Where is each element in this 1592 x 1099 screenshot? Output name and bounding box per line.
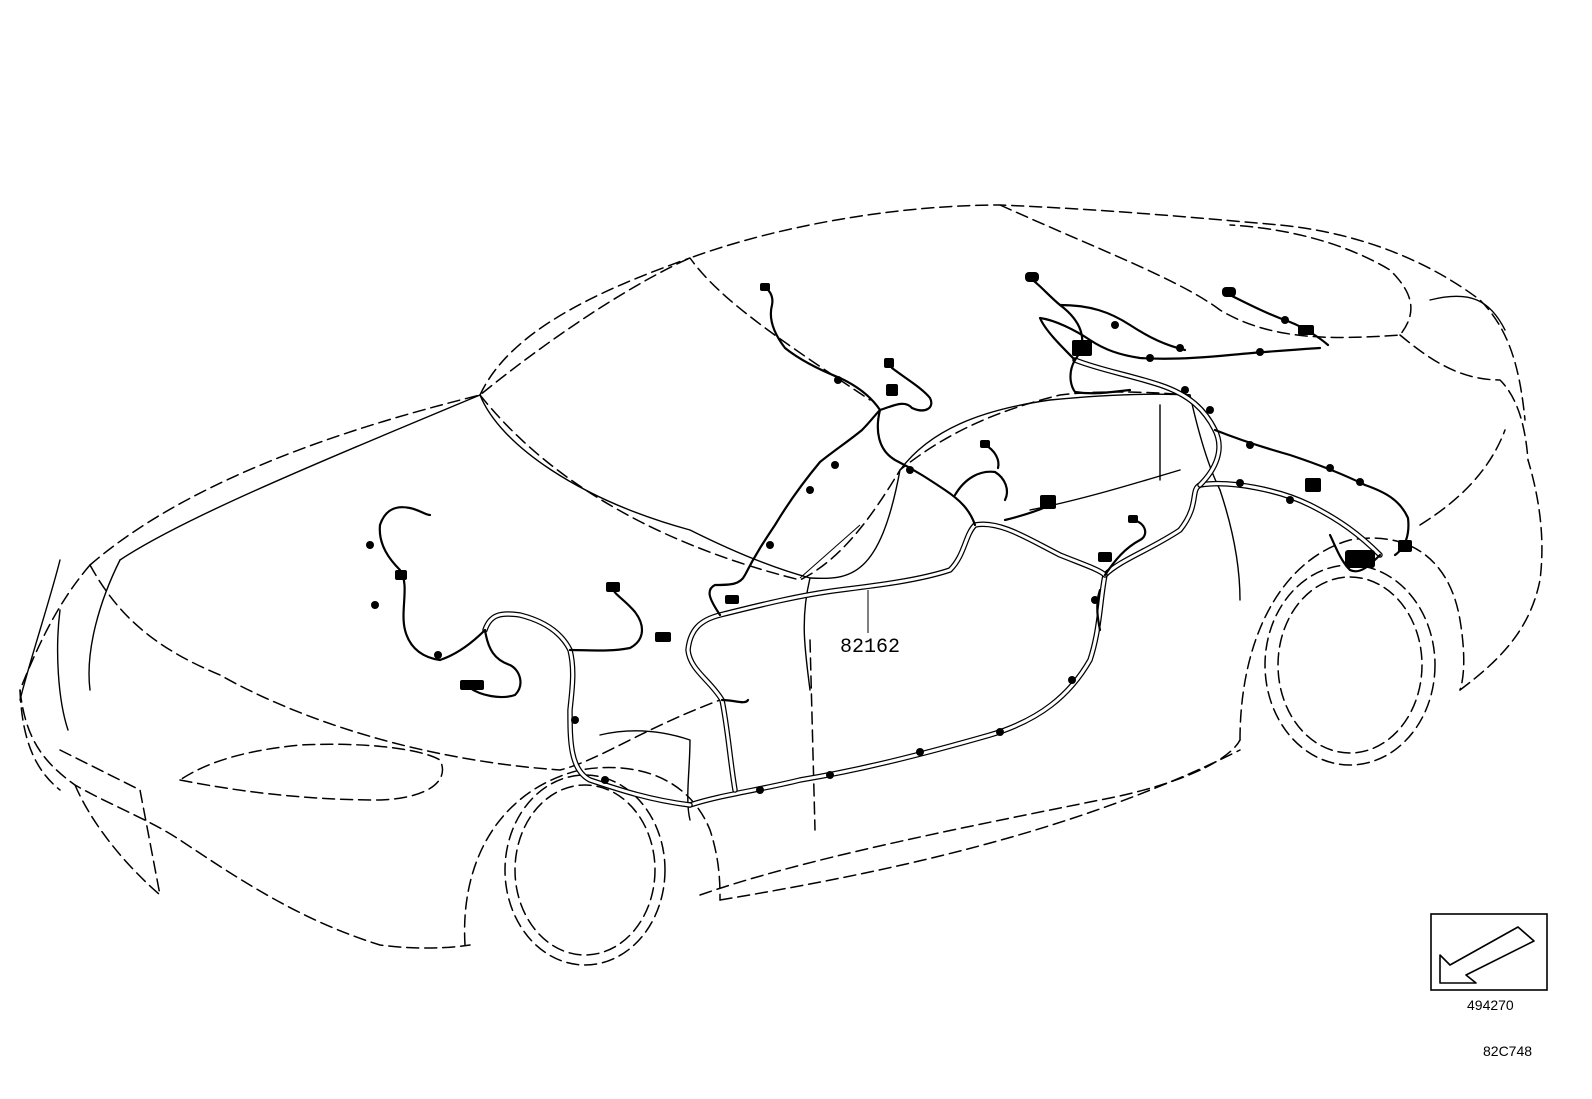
wire-harness <box>378 276 1410 808</box>
reference-number: 494270 <box>1467 997 1514 1013</box>
body-leader-line <box>799 524 861 579</box>
body-panel-lines <box>19 295 1506 821</box>
harness-connectors <box>366 272 1412 794</box>
car-body-outline <box>19 204 1543 966</box>
part-number-label: 82162 <box>840 636 901 659</box>
figure-code: 82C748 <box>1483 1043 1533 1059</box>
front-arrow-icon <box>1430 913 1548 991</box>
